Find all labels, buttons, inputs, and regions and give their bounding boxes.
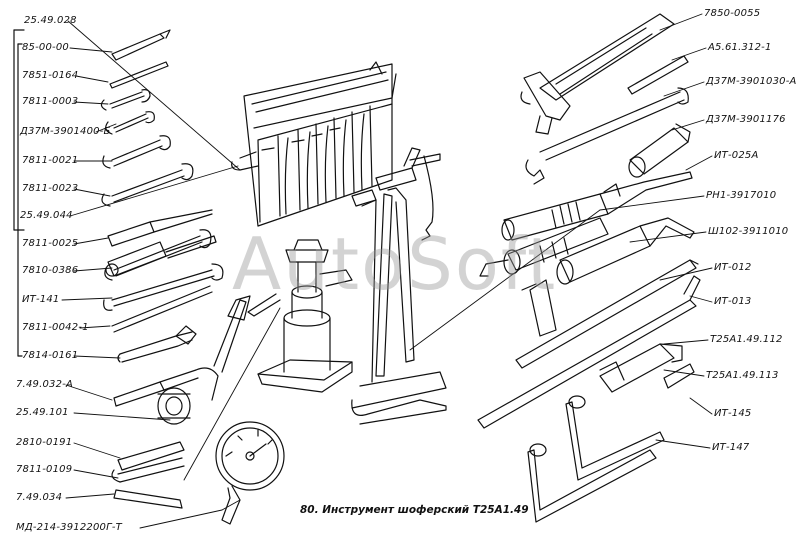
part-label-d37m-3901030-a: Д37М-3901030-А <box>706 76 797 87</box>
tool-roll <box>231 61 397 227</box>
part-label-85-00-00: 85-00-00 <box>22 42 69 53</box>
part-label-it-013: ИТ-013 <box>714 296 752 307</box>
pressure-gauge <box>215 421 285 525</box>
pry-bar-long <box>515 259 699 369</box>
box-wrench <box>525 87 689 185</box>
pliers <box>117 325 197 363</box>
tube-wrench <box>599 343 683 393</box>
jack <box>247 239 353 393</box>
part-label-7814-0161: 7814-0161 <box>22 350 79 361</box>
part-label-rn1-3917010: РН1-3917010 <box>706 190 777 201</box>
part-label-25-49-101: 25.49.101 <box>16 407 69 418</box>
part-label-t25a1-49-113: Т25А1.49.113 <box>706 370 779 381</box>
part-label-7811-0025: 7811-0025 <box>22 238 79 249</box>
socket-tool <box>105 235 217 277</box>
hammer <box>520 13 675 135</box>
part-label-sh102-3911010: Ш102-3911010 <box>708 226 789 237</box>
watermark: AutoSoft <box>232 222 558 306</box>
part-label-it-012: ИТ-012 <box>714 262 752 273</box>
part-label-it-025a: ИТ-025А <box>714 150 759 161</box>
part-label-25-49-028: 25.49.028 <box>24 15 77 26</box>
tire-pump <box>351 147 447 425</box>
part-label-md-214-3912200g-t: МД-214-3912200Г-Т <box>16 522 122 533</box>
drift-punch <box>627 55 689 95</box>
flat-wrench <box>111 457 185 483</box>
pry-bar-hook <box>477 275 701 429</box>
part-label-25-49-044: 25.49.044 <box>20 210 73 221</box>
part-label-7811-0042-1: 7811-0042-1 <box>22 322 89 333</box>
socket-spanner <box>628 123 691 178</box>
part-label-7811-0003: 7811-0003 <box>22 96 79 107</box>
left-bracket <box>13 29 25 357</box>
part-label-7811-0109: 7811-0109 <box>16 464 73 475</box>
part-label-a5-61-312-1: А5.61.312-1 <box>708 42 772 53</box>
spark-gauge <box>113 489 183 509</box>
l-spanner <box>565 395 665 481</box>
part-label-7850-0055: 7850-0055 <box>704 8 761 19</box>
part-label-t25a1-49-112: Т25А1.49.112 <box>710 334 783 345</box>
chisel-and-punch <box>109 29 171 89</box>
wrench-set <box>100 89 224 333</box>
screwdriver <box>107 209 213 247</box>
part-label-it-147: ИТ-147 <box>712 442 750 453</box>
l-spanner-long <box>527 443 657 523</box>
tube-wrench-small <box>663 363 695 389</box>
part-label-7-49-032-a: 7.49.032-А <box>16 379 73 390</box>
part-label-d37m-3901176: Д37М-3901176 <box>706 114 786 125</box>
part-label-d37m-3901400-b: Д37М-3901400-Б <box>20 126 111 137</box>
pulley-tool <box>157 387 191 425</box>
right-leader-lines <box>409 13 713 449</box>
part-label-2810-0191: 2810-0191 <box>16 437 73 448</box>
part-label-7810-0386: 7810-0386 <box>22 265 79 276</box>
oil-syringe <box>479 217 609 277</box>
part-label-7-49-034: 7.49.034 <box>16 492 63 503</box>
left-leader-lines <box>61 20 281 529</box>
lubricator <box>521 217 695 337</box>
grease-gun <box>501 171 693 241</box>
brace-rod <box>113 295 251 407</box>
part-label-7851-0164: 7851-0164 <box>22 70 79 81</box>
hex-bar <box>117 441 185 471</box>
part-label-7811-0023: 7811-0023 <box>22 183 79 194</box>
figure-caption: 80. Инструмент шоферский Т25А1.49 <box>300 504 529 516</box>
part-label-it-145: ИТ-145 <box>714 408 752 419</box>
part-label-it-141: ИТ-141 <box>22 294 60 305</box>
part-label-7811-0021: 7811-0021 <box>22 155 79 166</box>
